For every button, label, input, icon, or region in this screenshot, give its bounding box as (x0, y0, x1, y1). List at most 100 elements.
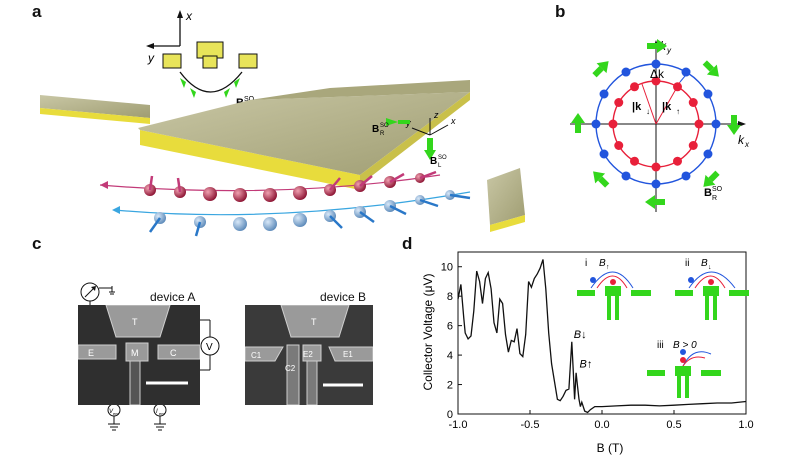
delta-k-label: Δk (650, 67, 665, 81)
spin-state-outer (711, 119, 721, 129)
x-tick-label: 0.0 (594, 419, 609, 431)
panel-d-insets: i B ↑ ii B ↓ iii B > 0 (577, 258, 749, 398)
y-tick-label: 0 (447, 409, 453, 421)
axis-y-label: y (147, 51, 155, 65)
so-field-arrow (727, 115, 741, 135)
sem-a-label-C: C (170, 348, 177, 358)
svg-text:↑: ↑ (606, 264, 610, 271)
k-down-label: |k (632, 101, 642, 113)
sem-a-label-T: T (132, 317, 138, 327)
svg-text:R: R (380, 131, 385, 137)
svg-text:em: em (159, 411, 165, 416)
sem-a-label-M: M (131, 348, 139, 358)
spin-state-inner (694, 119, 704, 129)
electrode-slabs (40, 80, 525, 232)
panel-label-b: b (555, 2, 566, 21)
field-R-right: B (372, 124, 379, 135)
y-tick-label: 10 (441, 262, 453, 274)
k-vectors (641, 69, 691, 125)
y-tick-label: 4 (447, 350, 453, 362)
so-field-arrow (703, 170, 720, 187)
svg-text:↑: ↑ (676, 107, 680, 116)
so-field-arrows (571, 39, 741, 209)
svg-text:↓: ↓ (646, 107, 650, 116)
panel-label-c: c (32, 234, 42, 253)
spin-state-outer (591, 119, 601, 129)
spin-state-outer (621, 67, 631, 77)
i-em-label: I (156, 409, 158, 415)
field-R-sup: SO (244, 96, 255, 103)
spin-state-outer (681, 67, 691, 77)
spin-state-outer (599, 89, 609, 99)
field-L-label: B (430, 156, 437, 167)
chart-annotation: B↑ (580, 358, 593, 370)
spin-trajectories (99, 170, 471, 237)
sem-b-label-C2: C2 (285, 364, 296, 373)
sem-a-label-E: E (88, 348, 94, 358)
sem-b-label-T: T (311, 317, 317, 327)
so-field-arrow (645, 195, 665, 209)
svg-text:↓: ↓ (708, 264, 712, 271)
svg-text:i: i (585, 258, 587, 269)
y-tick-label: 6 (447, 321, 453, 333)
so-field-arrow (571, 113, 585, 133)
spin-state-outer (681, 171, 691, 181)
sem-image-device-b: T C1 E2 E1 C2 (245, 305, 373, 405)
panel-label-d: d (402, 234, 413, 253)
spin-state-inner (614, 98, 624, 107)
axis-right-x: x (450, 116, 456, 126)
spin-state-inner (608, 119, 618, 129)
svg-text:SO: SO (380, 123, 389, 129)
so-field-arrow (647, 39, 667, 53)
svg-text:V: V (206, 342, 213, 353)
axis-right-z: z (433, 110, 439, 120)
x-tick-label: 1.0 (738, 419, 753, 431)
so-field-arrow (702, 60, 719, 77)
svg-text:B: B (701, 258, 708, 269)
sem-b-label-E1: E1 (343, 350, 353, 359)
v-em-label: V (109, 409, 114, 415)
x-tick-label: 0.5 (666, 419, 681, 431)
panel-a-schematic: x y B SO R y x (40, 9, 525, 237)
svg-text:x: x (744, 140, 750, 149)
spin-state-outer (599, 149, 609, 159)
coordinate-axes: x y (146, 9, 193, 65)
spin-state-inner (688, 98, 698, 107)
sem-b-label-C1: C1 (251, 351, 262, 360)
field-L-sup: SO (438, 155, 447, 161)
field-L-sub: L (438, 163, 442, 169)
y-tick-label: 8 (447, 291, 453, 303)
svg-text:em: em (113, 411, 119, 416)
spin-state-inner (673, 156, 682, 166)
field-axes-right: y x z B SO R B SO L (372, 110, 456, 169)
kx-label: k (738, 133, 745, 147)
spin-state-outer (621, 171, 631, 181)
panel-b-fermi-diagram: k x k y Δk |k ↓ |k ↑ B SO R (570, 39, 750, 212)
so-field-label: B (704, 187, 712, 199)
x-tick-label: -1.0 (449, 419, 468, 431)
spin-state-outer (651, 59, 661, 69)
x-tick-label: -0.5 (521, 419, 540, 431)
chart-xlabel: B (T) (597, 441, 624, 455)
svg-text:SO: SO (712, 186, 723, 193)
svg-text:B > 0: B > 0 (673, 340, 697, 351)
chart-annotations: B↓ B↑ (574, 329, 593, 370)
sem-image-device-a: T E M C (78, 305, 200, 405)
panel-c-circuit: V V em I em (80, 282, 220, 431)
chart-annotation: B↓ (574, 329, 587, 341)
spin-states (591, 59, 721, 189)
device-b-title: device B (320, 290, 367, 304)
panel-label-a: a (32, 2, 42, 21)
spin-state-inner (688, 141, 698, 150)
spin-state-inner (630, 82, 639, 92)
spin-state-outer (703, 149, 713, 159)
top-view-electrode: B SO R (162, 41, 258, 111)
inset-ii: ii B ↓ (675, 258, 749, 320)
svg-text:B: B (599, 258, 606, 269)
inset-i: i B ↑ (577, 258, 651, 320)
so-field-arrow (592, 61, 609, 78)
k-up-label: |k (662, 101, 672, 113)
axis-x-label: x (185, 9, 193, 23)
